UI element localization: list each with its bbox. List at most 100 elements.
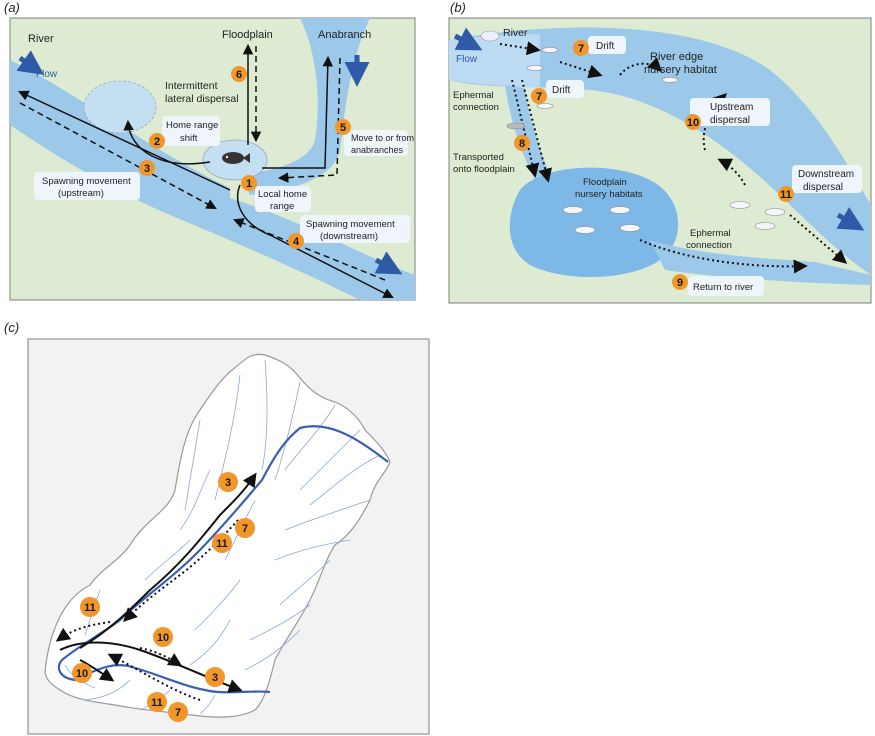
upstream-dashed-line bbox=[19, 102, 217, 209]
svg-text:5: 5 bbox=[340, 122, 346, 134]
tributaries bbox=[64, 359, 381, 715]
downstream-dispersal-arrow bbox=[789, 214, 848, 264]
fish-icon bbox=[222, 152, 250, 164]
callout-2: 2 Home range shift bbox=[149, 116, 220, 149]
svg-text:range: range bbox=[270, 201, 294, 212]
svg-text:dispersal: dispersal bbox=[710, 115, 750, 126]
svg-text:onto floodplain: onto floodplain bbox=[453, 164, 515, 175]
ephemeral-label-1a: Ephermal bbox=[453, 90, 494, 101]
callout-6: 6 Intermittent lateral dispersal bbox=[165, 66, 247, 105]
floodplain-nursery-label-1: Floodplain bbox=[583, 177, 627, 188]
flow-label-b: Flow bbox=[456, 54, 478, 65]
edge-nursery-arrow bbox=[619, 57, 662, 76]
lower-upstream-arrow-2 bbox=[107, 653, 201, 701]
panel-c-label: (c) bbox=[4, 320, 19, 335]
svg-text:7: 7 bbox=[536, 91, 542, 103]
svg-text:(downstream): (downstream) bbox=[320, 231, 378, 242]
outflow-arrow-b-icon bbox=[836, 207, 865, 231]
larva-icons bbox=[506, 47, 786, 234]
svg-text:Transported: Transported bbox=[453, 152, 504, 163]
svg-text:9: 9 bbox=[677, 277, 683, 289]
floodplain-label: Floodplain bbox=[222, 29, 273, 41]
svg-text:Local home: Local home bbox=[258, 189, 307, 200]
river-band-b bbox=[449, 27, 871, 275]
return-channel bbox=[650, 240, 871, 285]
upstream-spawning-arrow bbox=[79, 472, 257, 649]
svg-text:8: 8 bbox=[519, 138, 525, 150]
mid-dispersal-arrow bbox=[139, 647, 183, 667]
badge-c-11-upper: 11 bbox=[212, 533, 232, 553]
badge-c-10-mid: 10 bbox=[153, 627, 173, 647]
svg-text:Intermittent: Intermittent bbox=[165, 80, 218, 92]
svg-text:1: 1 bbox=[246, 178, 252, 190]
lower-upstream-arrow bbox=[55, 621, 111, 642]
home-shift-arrow bbox=[123, 119, 211, 165]
svg-text:anabranches: anabranches bbox=[351, 145, 404, 155]
drift-arrow-2 bbox=[559, 61, 603, 79]
badge-c-11-lower: 11 bbox=[147, 692, 167, 712]
svg-text:dispersal: dispersal bbox=[803, 182, 843, 193]
svg-text:Upstream: Upstream bbox=[710, 102, 753, 113]
callout-5: 5 Move to or from anabranches bbox=[335, 119, 414, 156]
downstream-arrow bbox=[236, 184, 394, 298]
ephemeral-label-2b: connection bbox=[686, 240, 732, 251]
badge-c-7-upper: 7 bbox=[235, 518, 255, 538]
callout-10: 10 Upstream dispersal bbox=[685, 98, 770, 130]
svg-text:Drift: Drift bbox=[596, 41, 615, 52]
panel-a: (a) River Flow Floodplain bbox=[4, 0, 416, 301]
badge-c-11-left: 11 bbox=[80, 597, 100, 617]
floodplain-nursery bbox=[509, 167, 679, 277]
svg-text:Home range: Home range bbox=[166, 120, 218, 131]
drift-arrow-1 bbox=[499, 41, 541, 56]
ephemeral-label-2a: Ephermal bbox=[690, 228, 731, 239]
ephemeral-channel bbox=[505, 85, 550, 180]
badge-c-7-lower: 7 bbox=[168, 702, 188, 722]
transport-arrow-2 bbox=[521, 79, 552, 183]
svg-text:Move to or from: Move to or from bbox=[351, 133, 414, 143]
callout-4: 4 Spawning movement (downstream) bbox=[288, 215, 410, 249]
callout-3: 3 Spawning movement (upstream) bbox=[34, 160, 155, 200]
svg-text:Downstream: Downstream bbox=[798, 169, 854, 180]
svg-text:Spawning movement: Spawning movement bbox=[306, 219, 395, 230]
egg-mass-icon bbox=[480, 30, 500, 42]
flow-arrow-b-icon bbox=[453, 27, 483, 51]
river-edge-label-2: nursery habitat bbox=[644, 64, 717, 76]
panel-b-label: (b) bbox=[450, 0, 466, 15]
flow-arrow-icon bbox=[16, 50, 45, 75]
panel-c: (c) bbox=[4, 320, 430, 735]
panel-b: (b) bbox=[448, 0, 872, 304]
river-label: River bbox=[28, 33, 54, 45]
ephemeral-label-1b: connection bbox=[453, 102, 499, 113]
svg-text:3: 3 bbox=[144, 163, 150, 175]
return-river-arrow bbox=[639, 239, 808, 274]
svg-text:10: 10 bbox=[157, 632, 169, 644]
svg-text:10: 10 bbox=[76, 668, 88, 680]
svg-text:lateral dispersal: lateral dispersal bbox=[165, 93, 239, 105]
callout-7-drift-low: 7 Drift bbox=[531, 80, 584, 104]
callout-11: 11 Downstream dispersal bbox=[778, 165, 862, 202]
anabranch-up-arrow bbox=[262, 55, 334, 169]
svg-text:3: 3 bbox=[225, 477, 231, 489]
outflow-arrow-icon bbox=[374, 251, 403, 275]
callout-8: 8 Transported onto floodplain bbox=[453, 135, 530, 175]
svg-text:(upstream): (upstream) bbox=[58, 188, 104, 199]
river-label-b: River bbox=[503, 27, 528, 39]
left-return-arrow bbox=[79, 659, 115, 682]
svg-text:6: 6 bbox=[236, 69, 242, 81]
downstream-dashed-line bbox=[233, 218, 386, 281]
svg-text:shift: shift bbox=[180, 133, 198, 144]
svg-text:11: 11 bbox=[780, 189, 792, 201]
floodplain-nursery-label-2: nursery habitats bbox=[575, 189, 643, 200]
badge-c-3-lower: 3 bbox=[205, 667, 225, 687]
svg-text:7: 7 bbox=[175, 707, 181, 719]
transport-arrow-1 bbox=[511, 79, 540, 178]
svg-text:Spawning movement: Spawning movement bbox=[42, 176, 131, 187]
anabranch-label: Anabranch bbox=[318, 29, 371, 41]
upstream-arrow-line bbox=[18, 90, 231, 191]
callout-1: 1 Local home range bbox=[241, 175, 311, 212]
svg-text:11: 11 bbox=[151, 697, 163, 709]
callout-7-drift-top: 7 Drift bbox=[573, 36, 626, 56]
svg-text:10: 10 bbox=[687, 117, 699, 129]
svg-text:11: 11 bbox=[216, 538, 228, 550]
